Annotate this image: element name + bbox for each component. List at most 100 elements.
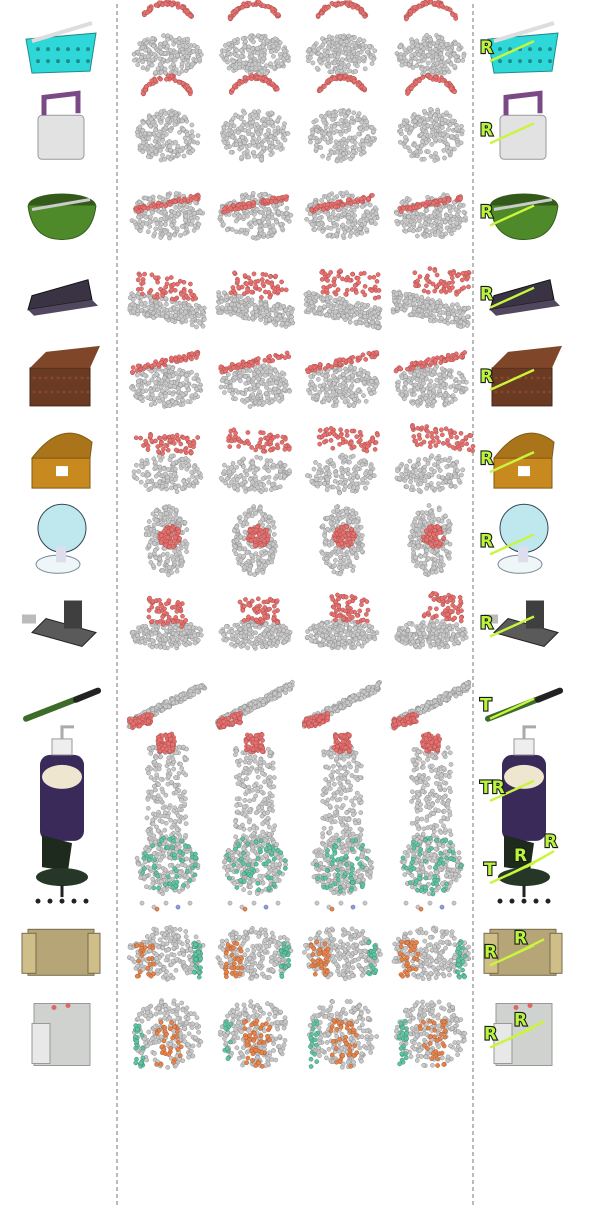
cloud-point bbox=[418, 204, 422, 208]
cloud-point bbox=[251, 120, 255, 124]
cloud-point bbox=[367, 44, 371, 48]
cloud-point bbox=[344, 292, 348, 296]
cloud-point bbox=[315, 395, 319, 399]
cloud-point bbox=[143, 301, 147, 305]
cloud-point bbox=[343, 400, 347, 404]
cloud-point bbox=[418, 314, 422, 318]
cloud-point bbox=[365, 135, 369, 139]
cloud-point bbox=[138, 125, 142, 129]
cloud-point bbox=[222, 49, 226, 53]
cloud-point bbox=[248, 35, 252, 39]
cloud-point bbox=[272, 66, 276, 70]
cloud-point bbox=[359, 197, 363, 201]
cloud-point bbox=[434, 117, 438, 121]
cloud-point bbox=[173, 116, 177, 120]
cloud-point bbox=[309, 300, 313, 304]
cloud-point bbox=[166, 44, 170, 48]
cloud-point bbox=[167, 139, 171, 143]
cloud-point bbox=[448, 8, 452, 12]
cloud-point bbox=[426, 278, 430, 282]
cloud-point bbox=[442, 148, 446, 152]
cloud-point bbox=[149, 204, 153, 208]
cloud-point bbox=[440, 36, 444, 40]
cloud-point bbox=[270, 400, 274, 404]
cloud-point bbox=[266, 117, 270, 121]
cloud-point bbox=[328, 296, 332, 300]
cloud-point bbox=[150, 273, 154, 277]
cloud-point bbox=[325, 288, 329, 292]
cloud-point bbox=[166, 74, 170, 78]
cloud-point bbox=[446, 127, 450, 131]
cloud-point bbox=[258, 390, 262, 394]
cloud-point bbox=[139, 302, 143, 306]
cloud-point bbox=[361, 143, 365, 147]
cloud-point bbox=[347, 215, 351, 219]
cloud-point bbox=[459, 124, 463, 128]
cloud-point bbox=[436, 36, 440, 40]
cloud-point bbox=[131, 298, 135, 302]
cloud-point bbox=[150, 63, 154, 67]
cloud-point bbox=[143, 272, 147, 276]
cloud-point bbox=[235, 7, 239, 11]
cloud-point bbox=[184, 310, 188, 314]
cloud-point bbox=[428, 107, 432, 111]
cloud-point bbox=[172, 385, 176, 389]
cloud-point bbox=[365, 50, 369, 54]
cloud-point bbox=[319, 146, 323, 150]
cloud-point bbox=[325, 313, 329, 317]
cloud-point bbox=[275, 87, 279, 91]
cloud-point bbox=[174, 205, 178, 209]
cloud-point bbox=[415, 63, 419, 67]
cloud-point bbox=[263, 48, 267, 52]
cloud-point bbox=[353, 145, 357, 149]
cloud-point bbox=[239, 300, 243, 304]
cloud-point bbox=[362, 39, 366, 43]
cloud-point bbox=[446, 315, 450, 319]
cloud-point bbox=[147, 82, 151, 86]
cloud-point bbox=[275, 145, 279, 149]
cloud-bucket-step-3 bbox=[308, 74, 377, 164]
cloud-point bbox=[358, 126, 362, 130]
cloud-point bbox=[268, 295, 272, 299]
cloud-point bbox=[143, 379, 147, 383]
cloud-point bbox=[356, 388, 360, 392]
cloud-point bbox=[337, 274, 341, 278]
cloud-point bbox=[266, 4, 270, 8]
cloud-point bbox=[457, 225, 461, 229]
cloud-point bbox=[175, 302, 179, 306]
cloud-point bbox=[130, 302, 134, 306]
cloud-point bbox=[435, 55, 439, 59]
cloud-point bbox=[316, 377, 320, 381]
cloud-point bbox=[354, 320, 358, 324]
cloud-point bbox=[429, 124, 433, 128]
cloud-point bbox=[170, 288, 174, 292]
cloud-point bbox=[236, 279, 240, 283]
cloud-point bbox=[413, 5, 417, 9]
cloud-point bbox=[182, 154, 186, 158]
cloud-point bbox=[181, 127, 185, 131]
safe-shape bbox=[32, 1024, 50, 1064]
cloud-point bbox=[276, 126, 280, 130]
cloud-point bbox=[220, 299, 224, 303]
office-chair-shape bbox=[48, 899, 53, 904]
cloud-point bbox=[147, 132, 151, 136]
cloud-point bbox=[357, 147, 361, 151]
cloud-point bbox=[221, 222, 225, 226]
cloud-point bbox=[446, 150, 450, 154]
cloud-point bbox=[171, 399, 175, 403]
input-pot bbox=[28, 194, 96, 240]
cloud-point bbox=[422, 289, 426, 293]
cloud-point bbox=[180, 55, 184, 59]
picnic-box-shape bbox=[57, 391, 60, 394]
cloud-point bbox=[180, 224, 184, 228]
picnic-box-shape bbox=[30, 368, 90, 406]
cloud-point bbox=[235, 48, 239, 52]
cloud-point bbox=[359, 218, 363, 222]
cloud-point bbox=[317, 226, 321, 230]
treasure-chest-shape bbox=[56, 466, 68, 476]
cloud-point bbox=[321, 207, 325, 211]
cloud-point bbox=[226, 52, 230, 56]
cloud-point bbox=[166, 155, 170, 159]
cloud-point bbox=[428, 113, 432, 117]
